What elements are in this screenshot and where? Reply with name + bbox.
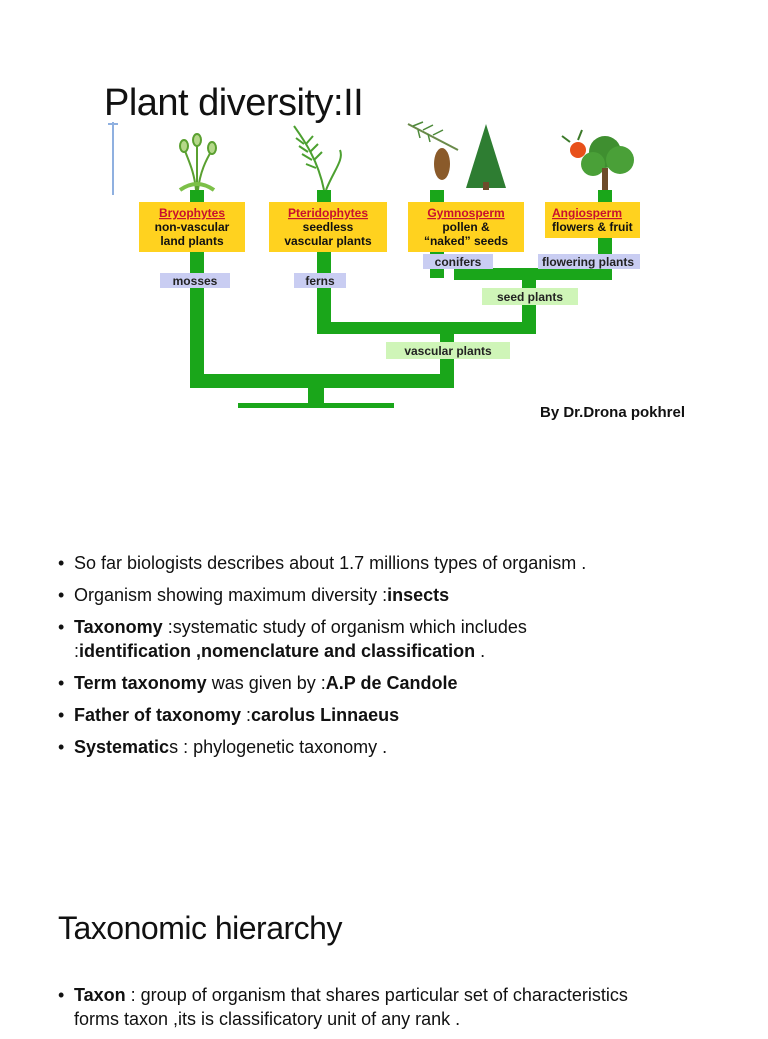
- bullet-item: Systematics : phylogenetic taxonomy .: [58, 735, 738, 759]
- bullet-item: So far biologists describes about 1.7 mi…: [58, 551, 738, 575]
- svg-text:flowers & fruit: flowers & fruit: [552, 220, 633, 234]
- group-box-bryophytes: Bryophytes non-vascular land plants: [139, 202, 245, 252]
- svg-text:Gymnosperm: Gymnosperm: [427, 206, 504, 220]
- svg-text:vascular plants: vascular plants: [284, 234, 372, 248]
- flowering-tree-illustration: [561, 129, 634, 190]
- example-label-ferns: ferns: [294, 273, 346, 288]
- svg-text:non-vascular: non-vascular: [155, 220, 230, 234]
- svg-text:vascular plants: vascular plants: [404, 344, 492, 358]
- example-label-flowering-plants: flowering plants: [538, 254, 648, 269]
- conifer-illustration: [407, 121, 506, 190]
- group-box-gymnosperm: Gymnosperm pollen & “naked” seeds: [408, 202, 524, 252]
- fern-illustration: [293, 125, 342, 191]
- svg-text:ferns: ferns: [305, 274, 335, 288]
- svg-text:Angiosperm: Angiosperm: [552, 206, 622, 220]
- svg-text:Bryophytes: Bryophytes: [159, 206, 225, 220]
- clade-label-seed-plants: seed plants: [482, 288, 578, 305]
- svg-text:Pteridophytes: Pteridophytes: [288, 206, 368, 220]
- svg-text:mosses: mosses: [173, 274, 218, 288]
- page-title: Plant diversity:II: [104, 82, 364, 124]
- author-byline: By Dr.Drona pokhrel: [540, 404, 686, 421]
- example-label-conifers: conifers: [423, 254, 493, 269]
- plant-phylogeny-diagram: Bryophytes non-vascular land plants Pter…: [108, 120, 655, 410]
- bullet-item: Organism showing maximum diversity :inse…: [58, 583, 738, 607]
- bullet-list: So far biologists describes about 1.7 mi…: [58, 551, 738, 767]
- example-label-mosses: mosses: [160, 273, 230, 288]
- bullet-item: Taxonomy :systematic study of organism w…: [58, 615, 738, 663]
- phylogeny-svg: Bryophytes non-vascular land plants Pter…: [108, 121, 655, 408]
- svg-text:flowering plants: flowering plants: [542, 255, 634, 269]
- svg-text:conifers: conifers: [435, 255, 482, 269]
- clade-label-vascular-plants: vascular plants: [386, 342, 510, 359]
- section-heading: Taxonomic hierarchy: [58, 910, 342, 946]
- svg-text:seed plants: seed plants: [497, 290, 563, 304]
- svg-text:land plants: land plants: [160, 234, 224, 248]
- bullet-item: Term taxonomy was given by :A.P de Cando…: [58, 671, 738, 695]
- svg-text:“naked” seeds: “naked” seeds: [424, 234, 508, 248]
- group-box-angiosperm: Angiosperm flowers & fruit: [545, 202, 655, 238]
- moss-illustration: [178, 133, 217, 192]
- bullet-list-2: Taxon : group of organism that shares pa…: [58, 983, 748, 1039]
- bullet-item: Father of taxonomy :carolus Linnaeus: [58, 703, 738, 727]
- group-box-pteridophytes: Pteridophytes seedless vascular plants: [269, 202, 387, 252]
- svg-text:pollen &: pollen &: [442, 220, 490, 234]
- svg-text:seedless: seedless: [303, 220, 354, 234]
